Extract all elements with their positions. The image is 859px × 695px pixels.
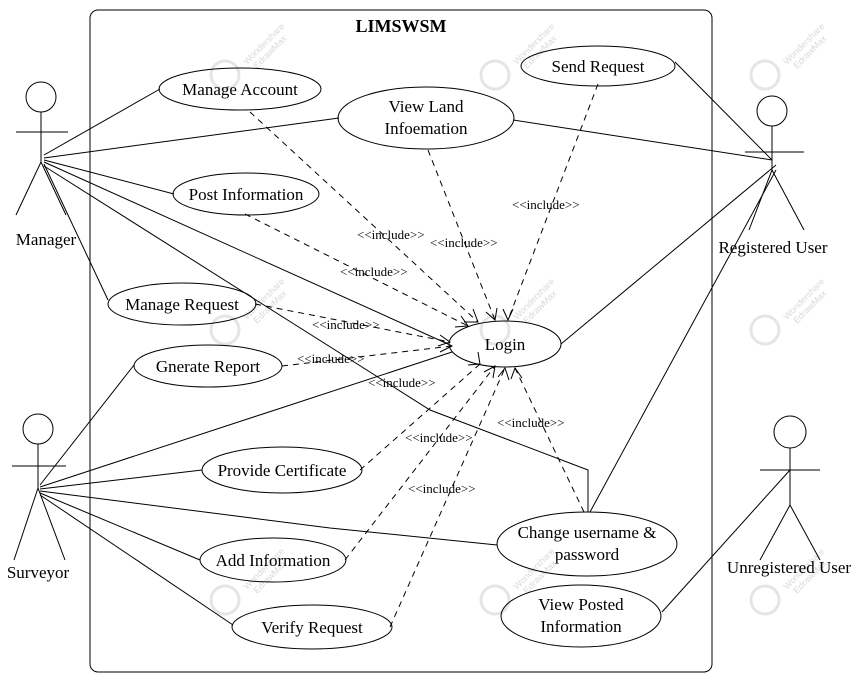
include-label: <<include>> xyxy=(405,430,473,445)
include-label: <<include>> xyxy=(497,415,565,430)
use-case-label: Change username & xyxy=(518,523,657,542)
assoc-reguser-view-land xyxy=(512,119,773,161)
assoc-reguser-login xyxy=(560,164,777,345)
assoc-manager-post-information xyxy=(43,159,175,195)
watermark-logo: Wondershare EdrawMax xyxy=(749,21,829,91)
actor-label: Surveyor xyxy=(7,563,70,582)
include-arrow-post-information xyxy=(244,213,469,327)
use-case-generate-report[interactable]: Gnerate Report xyxy=(133,344,283,388)
system-boundary xyxy=(89,9,713,673)
include-arrow-manage-request xyxy=(254,303,451,343)
assoc-reguser-send-request xyxy=(674,61,773,161)
assoc-surveyor-change-credentials xyxy=(39,490,498,546)
assoc-surveyor-provide-certificate xyxy=(39,469,203,490)
watermark-logo: Wondershare EdrawMax xyxy=(209,21,289,91)
use-case-label: View Land xyxy=(389,97,464,116)
include-arrowhead xyxy=(464,308,479,323)
use-case-post-information[interactable]: Post Information xyxy=(172,172,320,216)
use-case-label: Gnerate Report xyxy=(156,357,261,376)
include-arrowhead xyxy=(437,334,452,347)
include-label: <<include>> xyxy=(512,197,580,212)
use-case-label: Provide Certificate xyxy=(218,461,347,480)
assoc-manager-change-credentials xyxy=(43,165,589,512)
include-arrow-verify-request xyxy=(389,367,506,628)
use-case-label: password xyxy=(555,545,620,564)
actor-surveyor[interactable]: Surveyor xyxy=(7,413,70,582)
include-label: <<include>> xyxy=(340,264,408,279)
include-dependencies xyxy=(244,83,599,628)
include-arrowhead xyxy=(502,308,514,322)
include-arrowhead xyxy=(467,351,481,366)
assoc-manager-manage-account xyxy=(43,88,161,156)
actor-label: Registered User xyxy=(718,238,827,257)
include-labels: <<include>> <<include>> <<include>> <<in… xyxy=(297,197,580,496)
use-case-add-information[interactable]: Add Information xyxy=(199,537,347,583)
include-arrow-provide-certificate xyxy=(359,363,481,471)
associations xyxy=(39,61,791,626)
assoc-unreguser-view-posted xyxy=(661,469,791,613)
watermark-logo: Wondershare EdrawMax xyxy=(749,276,829,346)
assoc-surveyor-add-information xyxy=(39,492,201,561)
include-arrow-send-request xyxy=(507,83,599,321)
include-label: <<include>> xyxy=(408,481,476,496)
use-case-view-land-information[interactable]: View Land Infoemation xyxy=(337,86,515,150)
include-arrowhead xyxy=(497,366,510,381)
use-case-login[interactable]: Login xyxy=(448,320,562,368)
include-arrow-change-credentials xyxy=(514,367,585,513)
use-case-label: Add Information xyxy=(216,551,331,570)
include-label: <<include>> xyxy=(357,227,425,242)
include-arrowhead xyxy=(510,366,523,380)
actor-label: Manager xyxy=(16,230,77,249)
use-case-label: View Posted xyxy=(538,595,624,614)
include-label: <<include>> xyxy=(430,235,498,250)
use-case-verify-request[interactable]: Verify Request xyxy=(231,604,393,650)
assoc-manager-view-land xyxy=(43,117,340,159)
include-arrowhead xyxy=(485,307,498,321)
include-arrowhead xyxy=(454,315,469,328)
use-case-change-username-password[interactable]: Change username & password xyxy=(496,511,678,577)
actor-manager[interactable]: Manager xyxy=(15,81,77,249)
assoc-surveyor-verify-request xyxy=(39,494,234,626)
assoc-reguser-change-credentials xyxy=(589,169,777,513)
include-arrow-view-land xyxy=(427,149,496,321)
use-case-label: Login xyxy=(485,335,526,354)
use-case-provide-certificate[interactable]: Provide Certificate xyxy=(201,446,363,494)
use-case-manage-request[interactable]: Manage Request xyxy=(107,282,257,326)
include-label: <<include>> xyxy=(312,317,380,332)
use-case-manage-account[interactable]: Manage Account xyxy=(158,67,322,111)
include-label: <<include>> xyxy=(368,375,436,390)
include-arrow-add-information xyxy=(344,365,496,561)
use-case-label: Manage Account xyxy=(182,80,298,99)
watermark-logo: Wondershare EdrawMax xyxy=(749,546,829,616)
assoc-surveyor-generate-report xyxy=(39,364,135,486)
system-title: LIMSWSM xyxy=(355,16,446,36)
include-arrowhead xyxy=(483,365,496,379)
watermark-logo: Wondershare EdrawMax xyxy=(479,276,559,346)
assoc-surveyor-login xyxy=(39,351,453,488)
assoc-manager-login xyxy=(43,161,449,345)
use-case-label: Send Request xyxy=(551,57,644,76)
actor-label: Unregistered User xyxy=(727,558,851,577)
include-arrow-manage-account xyxy=(249,111,479,323)
assoc-manager-manage-request xyxy=(43,163,109,301)
use-case-view-posted-information[interactable]: View Posted Information xyxy=(500,584,662,648)
use-case-label: Manage Request xyxy=(125,295,239,314)
use-case-label: Infoemation xyxy=(384,119,468,138)
use-case-label: Verify Request xyxy=(261,618,363,637)
include-arrowhead xyxy=(439,339,454,353)
watermark-logo: Wondershare EdrawMax xyxy=(479,21,559,91)
use-case-label: Information xyxy=(540,617,622,636)
include-label: <<include>> xyxy=(297,351,365,366)
use-case-label: Post Information xyxy=(189,185,304,204)
actor-registered-user[interactable]: Registered User xyxy=(718,95,828,257)
use-case-send-request[interactable]: Send Request xyxy=(520,45,676,87)
actor-unregistered-user[interactable]: Unregistered User xyxy=(727,415,851,577)
